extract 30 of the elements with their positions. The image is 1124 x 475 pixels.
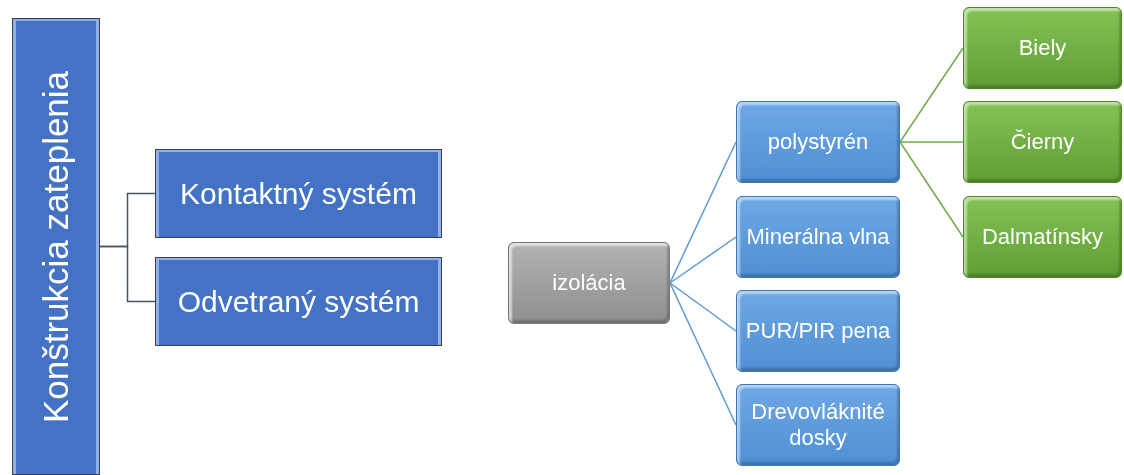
connector-line bbox=[669, 236, 737, 284]
node-label: Čierny bbox=[1010, 128, 1075, 156]
node-label: Kontaktný systém bbox=[180, 175, 417, 212]
connector-line bbox=[669, 141, 737, 284]
variant-box bbox=[963, 196, 1122, 278]
category-box bbox=[155, 257, 442, 346]
material-box bbox=[736, 384, 900, 466]
variant-box bbox=[963, 101, 1122, 183]
vertical-title-box bbox=[12, 18, 100, 475]
connector-line bbox=[899, 141, 964, 143]
node-label: Dalmatínsky bbox=[981, 223, 1103, 251]
node-label: PUR/PIR pena bbox=[745, 317, 891, 345]
node-label: Minerálna vlna bbox=[746, 223, 890, 251]
node-label: Drevovláknité dosky bbox=[750, 398, 886, 452]
node-label: Biely bbox=[1018, 34, 1067, 62]
node-label: Konštrukcia zateplenia bbox=[35, 70, 76, 423]
connector-line bbox=[669, 282, 737, 332]
material-box bbox=[736, 290, 900, 372]
node-label: polystyrén bbox=[767, 128, 869, 156]
category-box bbox=[155, 149, 442, 238]
variant-box bbox=[963, 7, 1122, 89]
connector-line bbox=[669, 282, 737, 426]
connector-line bbox=[899, 47, 964, 143]
material-box bbox=[736, 196, 900, 278]
material-box bbox=[736, 101, 900, 183]
node-label: izolácia bbox=[552, 269, 626, 297]
node-label: Odvetraný systém bbox=[177, 283, 420, 320]
root-box bbox=[508, 242, 670, 324]
connector-line bbox=[99, 245, 156, 303]
connector-line bbox=[899, 141, 964, 238]
